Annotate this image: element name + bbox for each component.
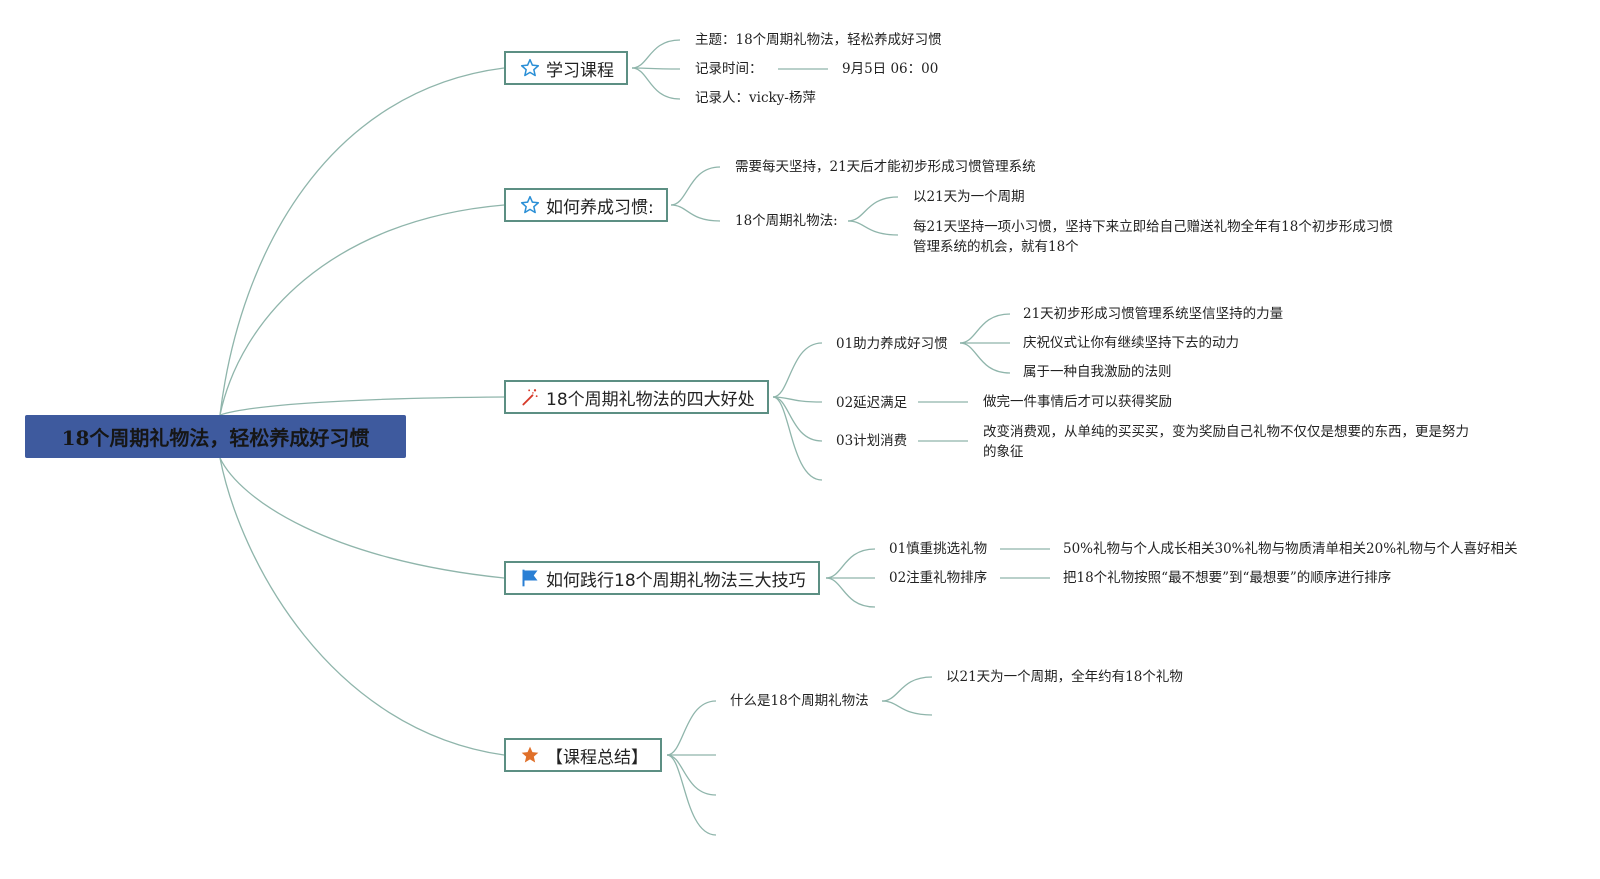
connector-line xyxy=(881,676,933,702)
branch-label: 【课程总结】 xyxy=(546,747,648,768)
branch-study-course[interactable]: 学习课程 xyxy=(504,51,628,85)
connector-line xyxy=(219,457,505,579)
topic-benefit-02-value[interactable]: 做完一件事情后才可以获得奖励 xyxy=(983,394,1172,410)
topic-benefit-01-a[interactable]: 21天初步形成习惯管理系统坚信坚持的力量 xyxy=(1023,306,1284,322)
connector-line xyxy=(825,577,876,608)
connector-line xyxy=(631,39,681,69)
branch-label: 18个周期礼物法的四大好处 xyxy=(546,389,755,410)
topic-recorder[interactable]: 记录人：vicky-杨萍 xyxy=(695,90,816,106)
connector-line xyxy=(666,700,717,756)
connector-line xyxy=(959,342,1011,374)
star-filled-icon xyxy=(521,746,539,763)
branch-course-summary[interactable]: 【课程总结】 xyxy=(504,738,662,772)
topic-benefit-03[interactable]: 03计划消费 xyxy=(836,433,908,449)
connector-line xyxy=(666,754,717,796)
branch-label: 如何践行18个周期礼物法三大技巧 xyxy=(546,570,806,591)
branch-four-benefits[interactable]: 18个周期礼物法的四大好处 xyxy=(504,380,769,414)
magic-wand-icon xyxy=(522,389,538,406)
connector-line xyxy=(219,67,505,416)
topic-record-time-value[interactable]: 9月5日 06：00 xyxy=(842,61,939,77)
root-topic[interactable]: 18个周期礼物法，轻松养成好习惯 xyxy=(25,415,406,458)
connector-line xyxy=(772,396,823,481)
topic-technique-01-value[interactable]: 50%礼物与个人成长相关30%礼物与物质清单相关20%礼物与个人喜好相关 xyxy=(1063,541,1518,557)
connector-line xyxy=(631,67,681,70)
connector-line xyxy=(825,548,876,579)
topic-daily-persistence[interactable]: 需要每天坚持，21天后才能初步形成习惯管理系统 xyxy=(735,159,1036,175)
branch-label: 如何养成习惯: xyxy=(546,197,654,218)
topic-reward-every-21-days[interactable]: 每21天坚持一项小习惯，坚持下来立即给自己赠送礼物全年有18个初步形成习惯管理系… xyxy=(913,219,1393,255)
branch-how-to-form-habits[interactable]: 如何养成习惯: xyxy=(504,188,668,222)
connector-line xyxy=(670,166,721,206)
topic-18-cycle-method[interactable]: 18个周期礼物法: xyxy=(735,213,838,229)
topic-benefit-03-value[interactable]: 改变消费观，从单纯的买买买，变为奖励自己礼物不仅仅是想要的东西，更是努力的象征 xyxy=(983,424,1469,460)
topic-theme[interactable]: 主题：18个周期礼物法，轻松养成好习惯 xyxy=(695,32,942,48)
connector-line xyxy=(847,220,899,236)
topic-record-time[interactable]: 记录时间： xyxy=(695,61,763,77)
connector-line xyxy=(219,457,505,756)
topic-benefit-01[interactable]: 01助力养成好习惯 xyxy=(836,336,948,352)
topic-what-is-method[interactable]: 什么是18个周期礼物法 xyxy=(730,693,869,709)
flag-icon xyxy=(522,569,538,587)
connector-line xyxy=(219,204,505,416)
topic-technique-02-value[interactable]: 把18个礼物按照“最不想要”到“最想要”的顺序进行排序 xyxy=(1063,570,1392,586)
topic-benefit-02[interactable]: 02延迟满足 xyxy=(836,395,908,411)
star-outline-icon xyxy=(520,195,540,214)
branch-label: 学习课程 xyxy=(546,60,614,81)
topic-benefit-01-c[interactable]: 属于一种自我激励的法则 xyxy=(1023,364,1172,380)
connector-line xyxy=(772,342,823,398)
topic-benefit-01-b[interactable]: 庆祝仪式让你有继续坚持下去的动力 xyxy=(1023,335,1239,351)
topic-what-is-method-value[interactable]: 以21天为一个周期，全年约有18个礼物 xyxy=(946,669,1183,685)
connector-line xyxy=(219,396,505,416)
topic-technique-01[interactable]: 01慎重挑选礼物 xyxy=(889,541,988,557)
connector-line xyxy=(847,196,899,222)
connector-line xyxy=(881,700,933,716)
connector-line xyxy=(670,204,721,222)
connector-line xyxy=(959,313,1011,344)
connector-line xyxy=(666,754,717,836)
topic-technique-02[interactable]: 02注重礼物排序 xyxy=(889,570,988,586)
connector-line xyxy=(772,396,823,442)
topic-21-day-cycle[interactable]: 以21天为一个周期 xyxy=(913,189,1025,205)
branch-three-techniques[interactable]: 如何践行18个周期礼物法三大技巧 xyxy=(504,561,820,595)
star-outline-icon xyxy=(520,58,540,77)
connector-line xyxy=(631,67,681,100)
